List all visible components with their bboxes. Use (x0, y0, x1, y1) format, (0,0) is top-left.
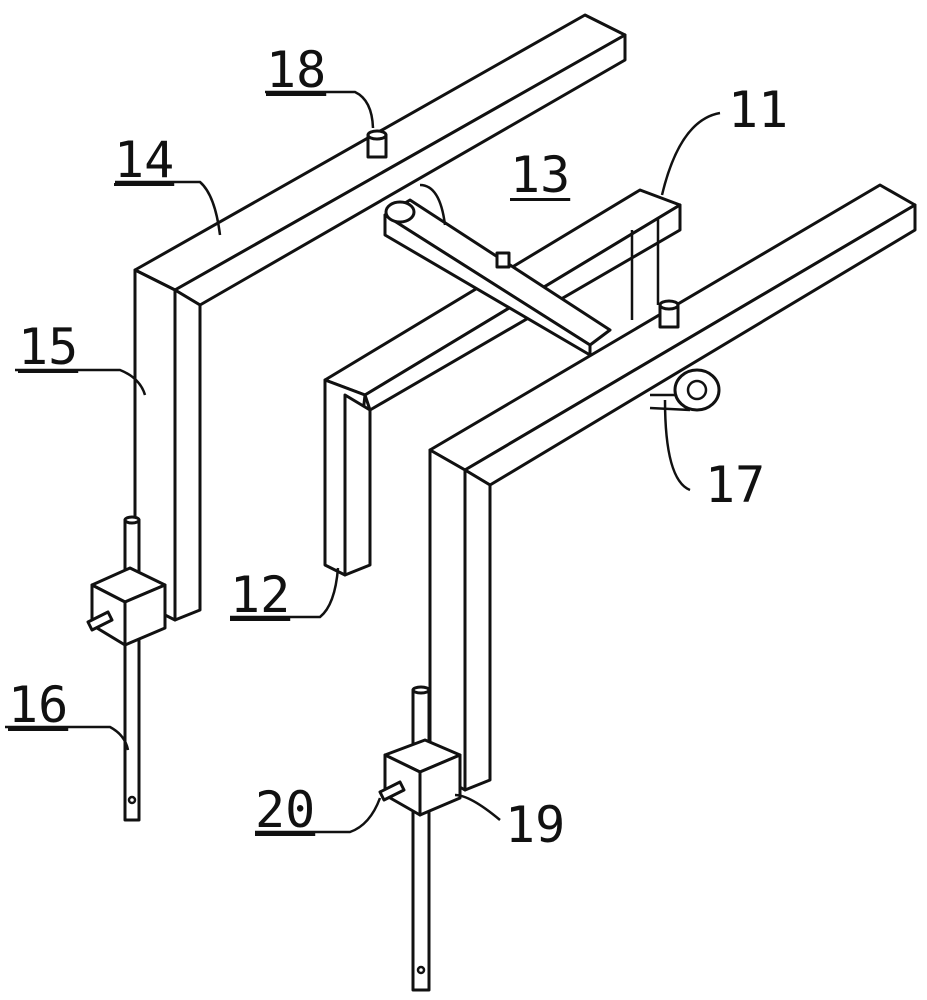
label-18: 18 (266, 41, 327, 99)
label-14: 14 (114, 131, 175, 189)
label-16: 16 (8, 676, 69, 734)
hinge-17 (673, 368, 721, 412)
label-11: 11 (728, 81, 789, 139)
label-15: 15 (18, 318, 79, 376)
right-adjuster-19-20 (378, 685, 462, 992)
leader-lines (5, 90, 721, 834)
label-12: 12 (230, 566, 291, 624)
label-17: 17 (705, 456, 766, 514)
left-adjuster-16 (86, 515, 167, 822)
cross-bar-13 (383, 198, 612, 357)
left-frame-14-15 (133, 13, 627, 622)
label-19: 19 (505, 796, 566, 854)
label-13: 13 (510, 146, 571, 204)
label-20: 20 (255, 781, 316, 839)
right-frame-11 (428, 183, 917, 792)
